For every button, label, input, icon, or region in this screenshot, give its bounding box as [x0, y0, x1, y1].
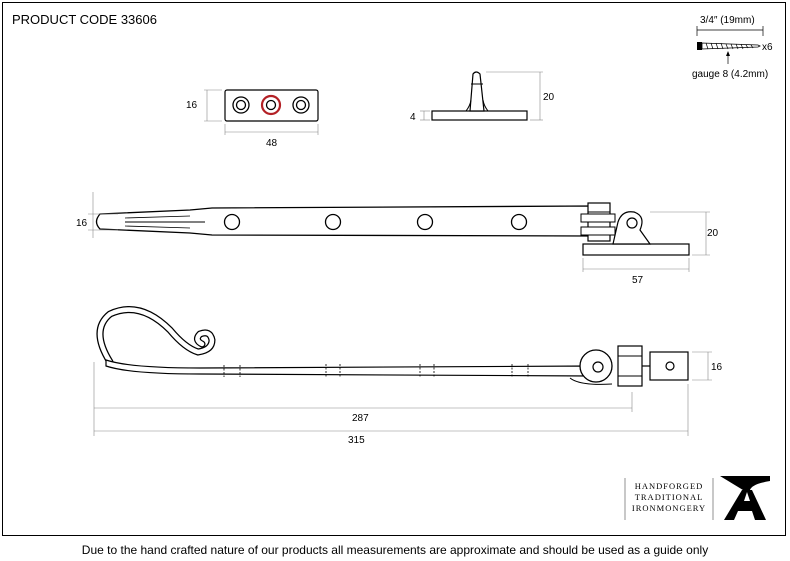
brand-logo: HANDFORGED TRADITIONAL IRONMONGERY: [624, 476, 770, 520]
plate-width-label: 48: [266, 138, 278, 149]
pin-base-label: 4: [410, 112, 416, 123]
pin-base-plate: [431, 110, 528, 121]
drawing-frame: [2, 2, 786, 536]
stay-side-height-label: 16: [711, 362, 723, 373]
pin-height-label: 20: [543, 92, 555, 103]
anvil-a-logo-icon: [720, 476, 770, 520]
logo-line-2: TRADITIONAL: [635, 492, 704, 502]
stay-hole: [324, 213, 342, 231]
stay-bracket-plate: [582, 243, 690, 256]
fixing-plate-view: 16 48: [186, 89, 319, 149]
logo-line-1: HANDFORGED: [635, 481, 704, 491]
bracket-width-label: 57: [632, 275, 644, 286]
stay-hole: [510, 213, 528, 231]
screw-icon: [697, 42, 761, 50]
plate-height-label: 16: [186, 100, 198, 111]
screw-callout: 3/4″ (19mm) x6 gauge 8 (4.2mm): [692, 15, 773, 80]
pin-post: [469, 71, 485, 112]
product-code-title: PRODUCT CODE 33606: [12, 12, 157, 27]
stay-arm-side: [105, 359, 591, 377]
inner-length-label: 287: [352, 413, 369, 424]
stay-arm: [95, 205, 591, 237]
screw-count-label: x6: [762, 42, 773, 53]
stay-top-height-label: 16: [76, 218, 88, 229]
logo-line-3: IRONMONGERY: [632, 503, 706, 513]
screw-length-label: 3/4″ (19mm): [700, 15, 755, 26]
overall-length-label: 315: [348, 435, 365, 446]
disclaimer-text: Due to the hand crafted nature of our pr…: [81, 543, 709, 557]
bracket-height-label: 20: [707, 228, 719, 239]
stay-side-view: 16 287 315: [93, 306, 723, 446]
side-hinge-knuckle: [617, 345, 643, 387]
stay-top-view: 16 20 57: [76, 192, 719, 286]
pin-side-view: 20 4: [410, 71, 555, 123]
stay-hole: [416, 213, 434, 231]
screw-gauge-label: gauge 8 (4.2mm): [692, 69, 768, 80]
stay-hole: [223, 213, 241, 231]
